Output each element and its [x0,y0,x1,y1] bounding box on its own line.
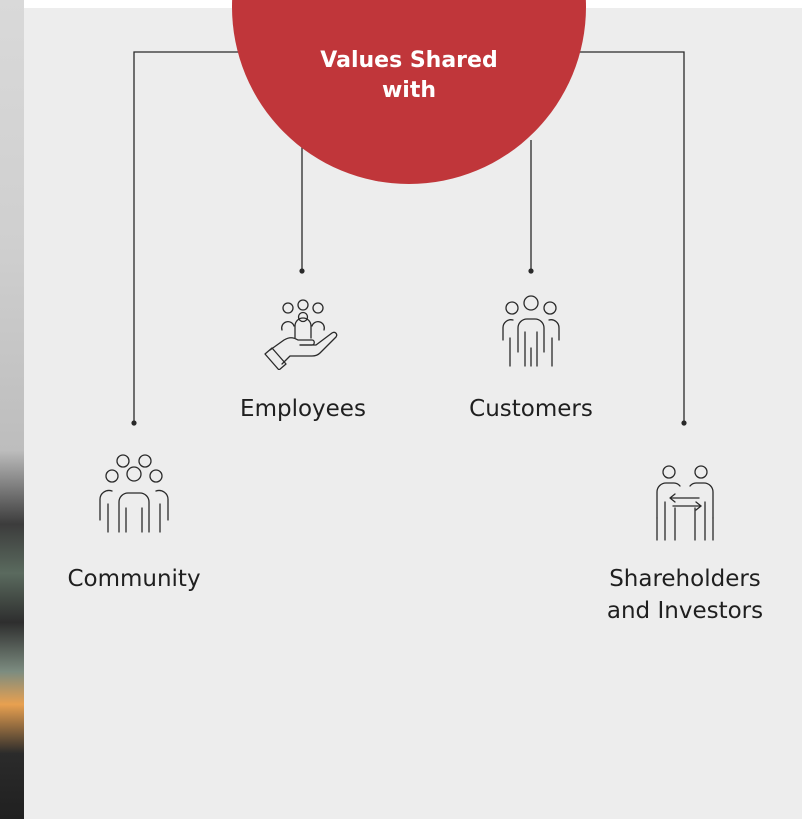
connector-dot-community [131,420,137,426]
connector-shareholders [578,51,685,422]
stakeholder-label-customers: Customers [469,396,593,422]
hand-holding-people-icon [262,299,344,374]
stakeholder-label-employees: Employees [240,396,366,422]
community-group-icon [86,454,182,542]
stakeholder-label-shareholders: Shareholders and Investors [606,566,764,624]
connector-dot-employees [299,268,305,274]
connector-dot-customers [528,268,534,274]
background-photo-edge [0,0,24,819]
hub-title: Values Shared with [320,48,498,103]
stakeholder-shareholders: Shareholders and Investors [588,462,782,627]
stakeholder-employees: Employees [220,296,386,425]
connector-dot-shareholders [681,420,687,426]
people-group-icon [490,295,572,374]
stakeholder-community: Community [44,452,224,595]
stakeholder-label-community: Community [67,566,201,592]
stakeholder-customers: Customers [448,292,614,425]
connector-community [133,51,240,422]
exchange-people-icon [641,465,729,546]
